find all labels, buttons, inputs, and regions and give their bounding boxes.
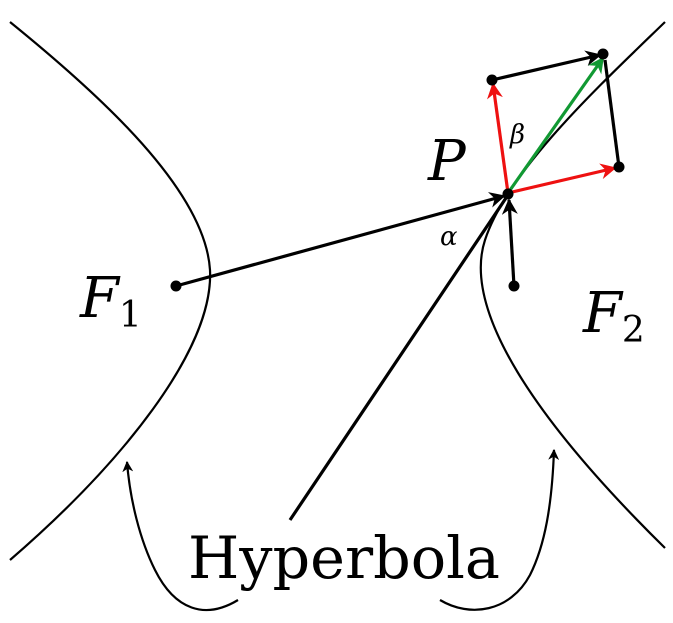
parallelogram-vertex-right — [613, 161, 625, 173]
component-vector-right — [507, 163, 617, 195]
parallelogram-right-edge — [603, 59, 621, 168]
label-f2-subscript: 2 — [622, 310, 645, 351]
parallelogram-vertex-top-left — [486, 74, 498, 86]
label-f1: F1 — [79, 266, 142, 336]
caption-arrow-right — [439, 448, 560, 611]
parallelogram-top-edge — [491, 50, 602, 82]
vector-f1-to-p — [175, 192, 506, 288]
vector-f2-to-p — [501, 198, 518, 287]
caption-hyperbola: Hyperbola — [188, 524, 500, 592]
label-p: P — [427, 129, 467, 194]
focus-1-point — [170, 280, 182, 292]
caption-arrow-left — [122, 460, 239, 612]
parallelogram-vertex-top-right — [597, 48, 609, 60]
point-p — [502, 188, 514, 200]
resultant-vector — [506, 56, 605, 194]
component-vector-up — [487, 82, 510, 194]
hyperbola-right-branch — [479, 21, 666, 549]
label-beta: β — [509, 120, 525, 150]
label-f1-subscript: 1 — [119, 295, 142, 336]
focus-2-point — [508, 280, 520, 292]
label-alpha: α — [440, 222, 458, 252]
label-f2: F2 — [582, 281, 645, 351]
tangent-line — [288, 197, 508, 521]
hyperbola-left-branch — [9, 21, 212, 561]
